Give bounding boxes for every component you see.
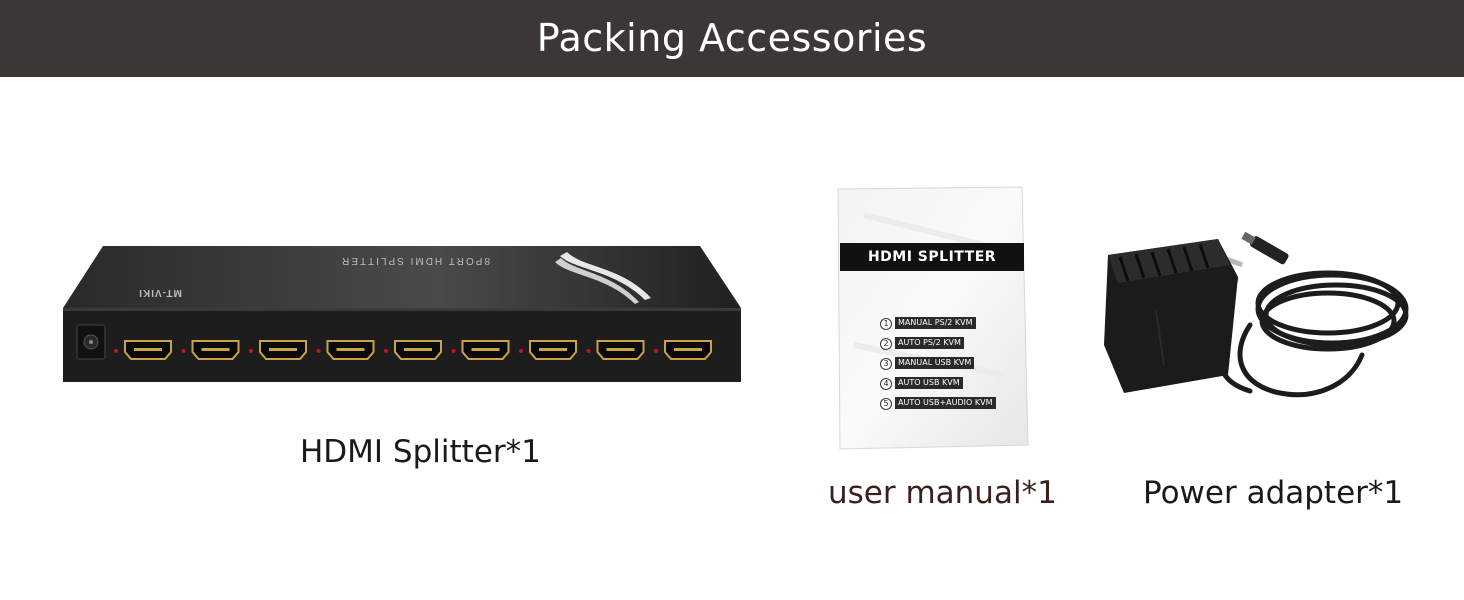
port-led	[654, 349, 658, 353]
port-led	[114, 349, 118, 353]
port-led	[316, 349, 321, 353]
manual-entry-label: MANUAL USB KVM	[895, 357, 975, 369]
hdmi-port-pins	[134, 348, 162, 351]
hdmi-port-pins	[471, 348, 500, 351]
hdmi-port-pins	[539, 348, 567, 351]
page-title: Packing Accessories	[536, 16, 928, 60]
port-led	[519, 349, 523, 353]
hdmi-port-group	[114, 340, 712, 360]
power-adapter-image	[1104, 231, 1409, 398]
dc-power-jack	[76, 324, 106, 360]
hdmi-port-pins	[674, 348, 702, 351]
manual-entry-number: 1	[880, 318, 892, 330]
port-led	[384, 349, 388, 353]
port-led	[249, 349, 253, 353]
port-led	[181, 349, 186, 353]
splitter-brand-text: MT-VIKI	[138, 287, 182, 298]
manual-entry-label: AUTO USB KVM	[895, 377, 963, 389]
hdmi-port-pins	[606, 348, 635, 351]
hdmi-splitter-image: 8PORT HDMI SPLITTER MT-VIKI	[63, 246, 741, 382]
hdmi-port-pins	[269, 348, 297, 351]
manual-entry-label: AUTO PS/2 KVM	[895, 337, 964, 349]
manual-entry-number: 5	[880, 398, 892, 410]
hdmi-port-pins	[201, 348, 230, 351]
user-manual-caption: user manual*1	[828, 475, 1057, 511]
port-led	[451, 349, 456, 353]
manual-title: HDMI SPLITTER	[840, 243, 1024, 271]
manual-entry-number: 3	[880, 358, 892, 370]
hdmi-port-pins	[404, 348, 432, 351]
port-led	[586, 349, 591, 353]
splitter-model-text: 8PORT HDMI SPLITTER	[340, 255, 490, 266]
manual-entry-label: AUTO USB+AUDIO KVM	[895, 397, 996, 409]
hdmi-splitter-caption: HDMI Splitter*1	[300, 434, 541, 470]
hdmi-port-pins	[336, 348, 365, 351]
power-adapter-caption: Power adapter*1	[1143, 475, 1404, 511]
manual-entry-number: 4	[880, 378, 892, 390]
manual-entry-label: MANUAL PS/2 KVM	[895, 317, 976, 329]
manual-entry-number: 2	[880, 338, 892, 350]
header-bar	[0, 0, 1464, 77]
